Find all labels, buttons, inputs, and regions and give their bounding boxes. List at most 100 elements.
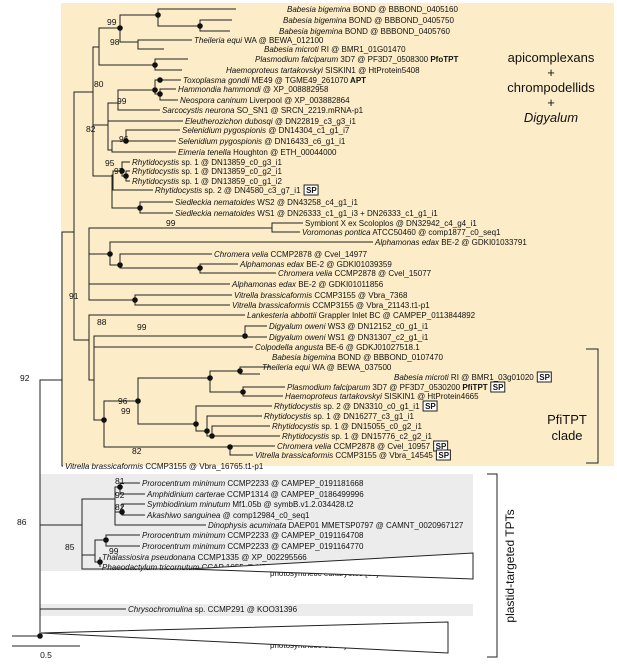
leaf-label-13: Selenidium pygospionis @ DN16433_c6_g1_i…	[178, 137, 346, 146]
leaf-label-8: Hammondia hammondi @ XP_008882958	[178, 85, 329, 94]
collapsed-clade-30	[40, 621, 449, 654]
leaf-label-0: Babesia bigemina BOND @ BBBOND_0405160	[287, 5, 458, 14]
branch-76	[137, 401, 196, 425]
branch-33	[125, 129, 180, 141]
leaf-label-40: Rhytidocystis sp. 1 @ DN16277_c3_g1_i1	[264, 412, 415, 421]
leaf-label-22: Voromonas pontica ATCC50460 @ comp1877_c…	[302, 228, 501, 237]
leaf-label-42: Rhytidocystis sp. 1 @ DN15776_c2_g2_i1	[282, 432, 433, 441]
leaf-label-33: Colpodella angusta BE-6 @ GDKJ01027518.1	[255, 343, 420, 352]
sp-badge	[490, 381, 506, 393]
support-dot-10	[137, 205, 143, 211]
group-label-apicomplexan-1: apicomplexans	[508, 50, 595, 65]
leaf-label-25: Alphamonas edax BE-2 @ GDKI01039359	[239, 260, 392, 269]
branch-66	[93, 346, 253, 380]
pfitpt-bracket	[586, 348, 599, 464]
branch-52	[109, 254, 120, 266]
leaf-label-11: Eleutherozichon dubosqi @ DN22819_c3_g3_…	[185, 117, 356, 126]
branch-10	[119, 14, 158, 28]
sp-badge-label: SP	[436, 442, 447, 451]
leaf-label-27: Alphamonas edax BE-2 @ GDKI01011856	[231, 280, 384, 289]
group-label-apicomplexan-3: chrompodellids	[507, 80, 595, 95]
branch-95	[94, 539, 106, 555]
branch-93	[114, 499, 206, 526]
leaf-label-28: Vitrella brassicaformis CCMP3155 @ Vbra_…	[234, 291, 408, 300]
support-dot-25	[117, 484, 123, 490]
leaf-label-12: Selenidium pygospionis @ DN14304_c1_g1_i…	[182, 126, 350, 135]
support-dot-24	[227, 444, 233, 450]
chryso-region	[40, 604, 473, 616]
support-dot-27	[103, 537, 109, 543]
branch-62	[88, 340, 94, 381]
support-value-18: 85	[65, 542, 75, 552]
branch-8	[92, 46, 99, 92]
branch-67	[93, 380, 104, 421]
leaf-label-15: Rhytidocystis sp. 1 @ DN13859_c0_g3_i1	[132, 158, 283, 167]
leaf-label-4: Babesia microti RI @ BMR1_01G01470	[264, 45, 406, 54]
branch-30	[107, 120, 183, 125]
sp-badge-label: SP	[438, 451, 449, 460]
branch-61	[88, 314, 245, 340]
leaf-label-29: Vitrella brassicaformis CCMP3155 @ Vbra_…	[232, 301, 430, 310]
branch-49	[271, 228, 300, 233]
leaf-label-19: Siedleckia nematoides WS2 @ DN43258_c4_g…	[175, 198, 358, 207]
leaf-label-1: Babesia bigemina BOND @ BBBOND_0405750	[283, 16, 454, 25]
branch-16	[137, 39, 192, 42]
branch-9	[98, 27, 120, 47]
leaf-label-20: Siedleckia nematoides WS1 @ DN26333_c1_g…	[175, 209, 438, 218]
branch-58	[88, 232, 135, 301]
leaf-label-52: Prorocentrum minimum CCMP2233 @ CAMPEP_0…	[142, 542, 364, 551]
branch-81	[211, 425, 270, 436]
branch-73	[209, 378, 243, 393]
branch-44	[111, 176, 140, 209]
branch-39	[121, 161, 130, 171]
sp-badge-label: SP	[425, 402, 436, 411]
group-label-apicomplexan-4: +	[547, 95, 555, 110]
branch-31	[107, 125, 112, 151]
support-dot-23	[135, 398, 141, 404]
branch-12	[157, 15, 200, 27]
group-label-pfitpt-1: PfiTPT	[547, 412, 587, 427]
branch-53	[119, 253, 212, 265]
leaf-label-51: Prorocentrum minimum CCMP2233 @ CAMPEP_0…	[142, 531, 364, 540]
support-dot-7	[123, 138, 129, 144]
support-value-21: 99	[121, 406, 131, 416]
leaf-label-36: Babesia microti RI @ BMR1_03g01020	[394, 373, 534, 382]
support-dot-0	[155, 12, 161, 18]
branch-32	[111, 140, 126, 150]
scale-bar-label: 0.5	[40, 650, 52, 660]
plastid-bracket	[487, 473, 498, 658]
support-dots	[37, 12, 248, 639]
support-dot-15	[242, 333, 248, 339]
apicomplexan-region	[61, 3, 614, 466]
support-dot-8	[119, 168, 125, 174]
support-dot-9	[123, 173, 129, 179]
support-dot-19	[193, 421, 199, 427]
leaf-label-34: Babesia bigemina BOND @ BBBOND_0107470	[272, 353, 443, 362]
branch-64	[244, 325, 267, 336]
support-dot-2	[117, 25, 123, 31]
support-value-8: 99	[166, 218, 176, 228]
support-value-4: 82	[86, 124, 96, 134]
leaf-label-2: Babesia bigemina BOND @ BBBOND_0405760	[279, 27, 450, 36]
support-dot-17	[237, 368, 243, 374]
support-value-2: 80	[94, 79, 104, 89]
branch-6	[73, 91, 93, 232]
support-value-12: 82	[132, 446, 142, 456]
branch-51	[109, 241, 373, 254]
plastid-region	[40, 474, 473, 571]
support-dot-20	[204, 428, 210, 434]
support-dot-22	[101, 417, 107, 423]
leaf-label-21: Symbiont X ex Scoloplos @ DN32942_c4_g4_…	[305, 219, 477, 228]
collapsed-clade-37	[187, 552, 474, 580]
sp-badge-label: SP	[306, 186, 317, 195]
branch-35	[111, 150, 176, 153]
support-value-10: 88	[97, 317, 107, 327]
leaf-label-38: Haemoproteus tartakovskyi SISKIN1 @ HtPr…	[285, 392, 479, 401]
group-label-pfitpt-2: clade	[551, 428, 582, 443]
leaf-label-10: Sarcocystis neurona SO_SN1 @ SRCN_2219.m…	[162, 106, 364, 115]
support-value-16: 82	[115, 502, 125, 512]
leaf-label-44: Vitrella brassicaformis CCMP3155 @ Vbra_…	[255, 451, 433, 460]
leaf-label-50: Dinophysis acuminata DAEP01 MMETSP0797 @…	[208, 521, 464, 530]
support-dot-6	[157, 91, 163, 97]
